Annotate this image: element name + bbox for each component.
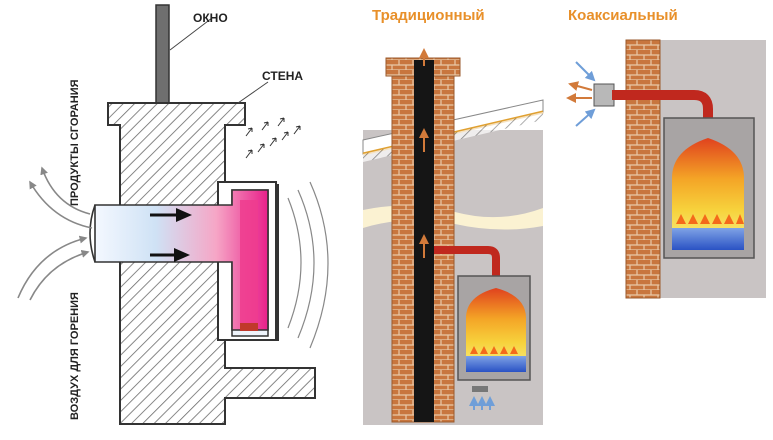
burner-flames <box>470 346 518 354</box>
window-leader <box>169 17 213 51</box>
exhaust-label: ПРОДУКТЫ СГОРАНИЯ <box>69 79 81 206</box>
flow-arrow-in <box>150 248 190 262</box>
boiler-flame-body <box>466 288 526 356</box>
intake-air-arrows <box>469 396 495 410</box>
coaxial-title: Коаксиальный <box>568 7 678 24</box>
middle-diagram: Традиционный <box>362 7 544 425</box>
wall-brick-right <box>625 39 661 299</box>
left-diagram: ОКНО СТЕНА ПРОДУКТЫ <box>17 4 329 425</box>
window-label: ОКНО <box>193 11 228 25</box>
air-grille <box>472 386 488 392</box>
intake-label: ВОЗДУХ ДЛЯ ГОРЕНИЯ <box>69 292 81 420</box>
wall-label: СТЕНА <box>262 69 303 83</box>
terminal-intake-arrows <box>575 61 596 127</box>
terminal-exhaust-arrows <box>566 81 593 103</box>
exhaust-arrows <box>29 166 93 229</box>
window-rod <box>155 4 170 104</box>
burner-flames-right <box>676 214 744 224</box>
heat-arrows <box>245 117 301 159</box>
boiler-flame-body-right <box>672 138 744 228</box>
flow-arrow-out <box>150 208 192 222</box>
coaxial-pipe <box>94 189 269 331</box>
wall <box>107 102 316 425</box>
traditional-title: Традиционный <box>372 7 485 24</box>
intake-arrows <box>17 235 90 301</box>
burner-block <box>240 323 258 331</box>
pipe-inner-channel <box>240 200 258 326</box>
wall-leader <box>237 81 269 104</box>
boiler-water <box>466 356 526 372</box>
pipe-terminal <box>593 83 615 107</box>
right-diagram: Коаксиальный <box>566 7 766 299</box>
coaxial-pipe-right <box>612 90 713 136</box>
heat-waves <box>287 181 329 349</box>
pipe-outlet-cap <box>89 204 96 263</box>
connector-pipe <box>434 246 500 282</box>
boiler-water-right <box>672 228 744 250</box>
